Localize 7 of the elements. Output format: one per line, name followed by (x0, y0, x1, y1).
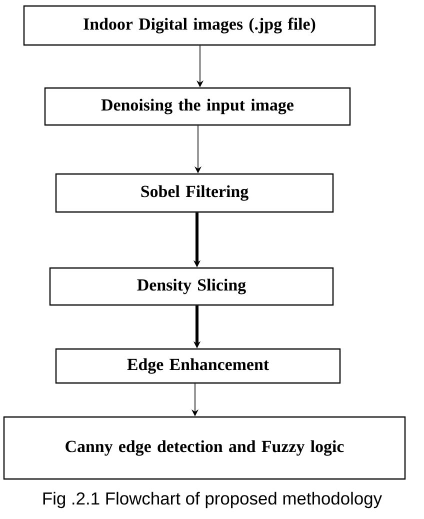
process-box: Denoising the input image (44, 87, 351, 126)
process-box: Indoor Digital images (.jpg file) (23, 5, 376, 46)
process-box: Density Slicing (49, 267, 334, 306)
process-box: Edge Enhancement (55, 348, 341, 384)
figure-caption: Fig .2.1 Flowchart of proposed methodology (43, 492, 382, 508)
process-box: Sobel Filtering (55, 173, 334, 213)
process-box: Canny edge detection and Fuzzy logic (3, 416, 406, 480)
